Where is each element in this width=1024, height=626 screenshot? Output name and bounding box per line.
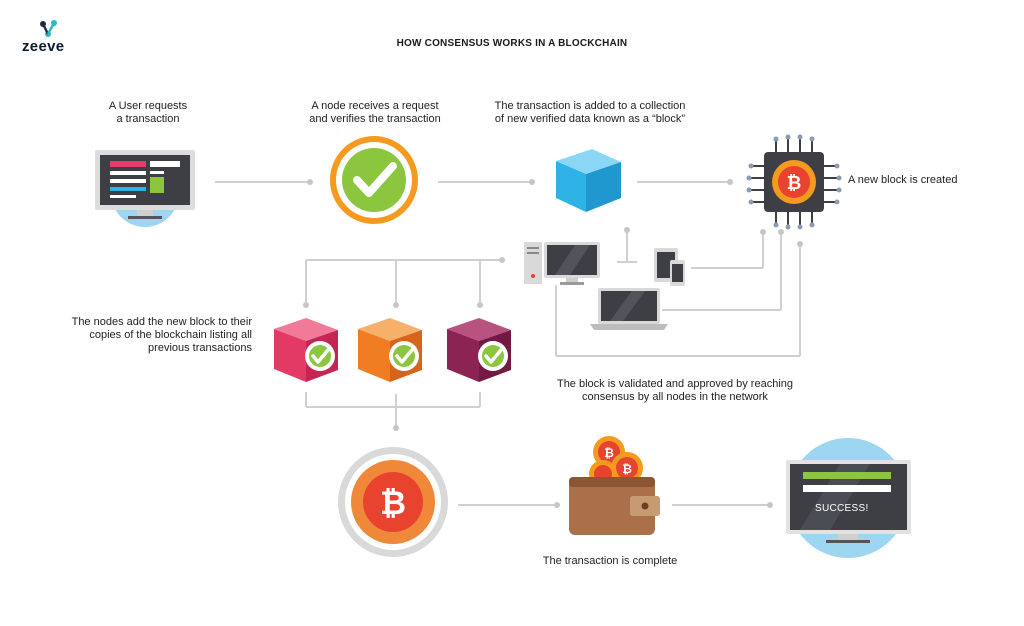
verified-check-icon bbox=[330, 136, 418, 224]
connector-dots bbox=[303, 179, 803, 508]
big-coin-symbol: ₿ bbox=[380, 484, 406, 522]
caption-validated: The block is validated and approved by r… bbox=[556, 378, 794, 403]
node-cube-orange-icon bbox=[358, 318, 422, 382]
wallet-icon: ₿ ₿ bbox=[569, 436, 660, 535]
caption-user-request: A User requests a transaction bbox=[108, 100, 188, 125]
caption-nodes-add: The nodes add the new block to their cop… bbox=[71, 316, 252, 354]
user-monitor-icon bbox=[95, 150, 195, 227]
zeeve-logo: zeeve bbox=[22, 20, 82, 56]
caption-block-added: The transaction is added to a collection… bbox=[494, 100, 686, 125]
success-monitor-icon bbox=[786, 438, 911, 558]
chip-coin-symbol: ₿ bbox=[787, 173, 802, 194]
connector-lines bbox=[215, 181, 801, 506]
zeeve-logo-mark bbox=[40, 20, 57, 37]
desktop-computer-icon bbox=[524, 242, 600, 285]
caption-block-created: A new block is created bbox=[848, 174, 958, 186]
wallet-coin-symbol-2: ₿ bbox=[622, 462, 632, 476]
wallet-coin-symbol-1: ₿ bbox=[604, 446, 614, 460]
caption-complete: The transaction is complete bbox=[542, 555, 678, 567]
page-title: HOW CONSENSUS WORKS IN A BLOCKCHAIN bbox=[396, 38, 628, 49]
zeeve-logo-text: zeeve bbox=[22, 38, 65, 55]
caption-node-verify: A node receives a request and verifies t… bbox=[309, 100, 441, 125]
node-cube-plum-icon bbox=[447, 318, 511, 382]
tablet-phone-icon bbox=[654, 248, 685, 286]
success-label: SUCCESS! bbox=[815, 503, 869, 514]
node-cube-pink-icon bbox=[274, 318, 338, 382]
new-block-chip-icon: ₿ bbox=[746, 134, 842, 230]
block-cube-icon bbox=[556, 149, 621, 212]
laptop-icon bbox=[590, 288, 668, 330]
bitcoin-coin-icon: ₿ bbox=[338, 447, 448, 557]
